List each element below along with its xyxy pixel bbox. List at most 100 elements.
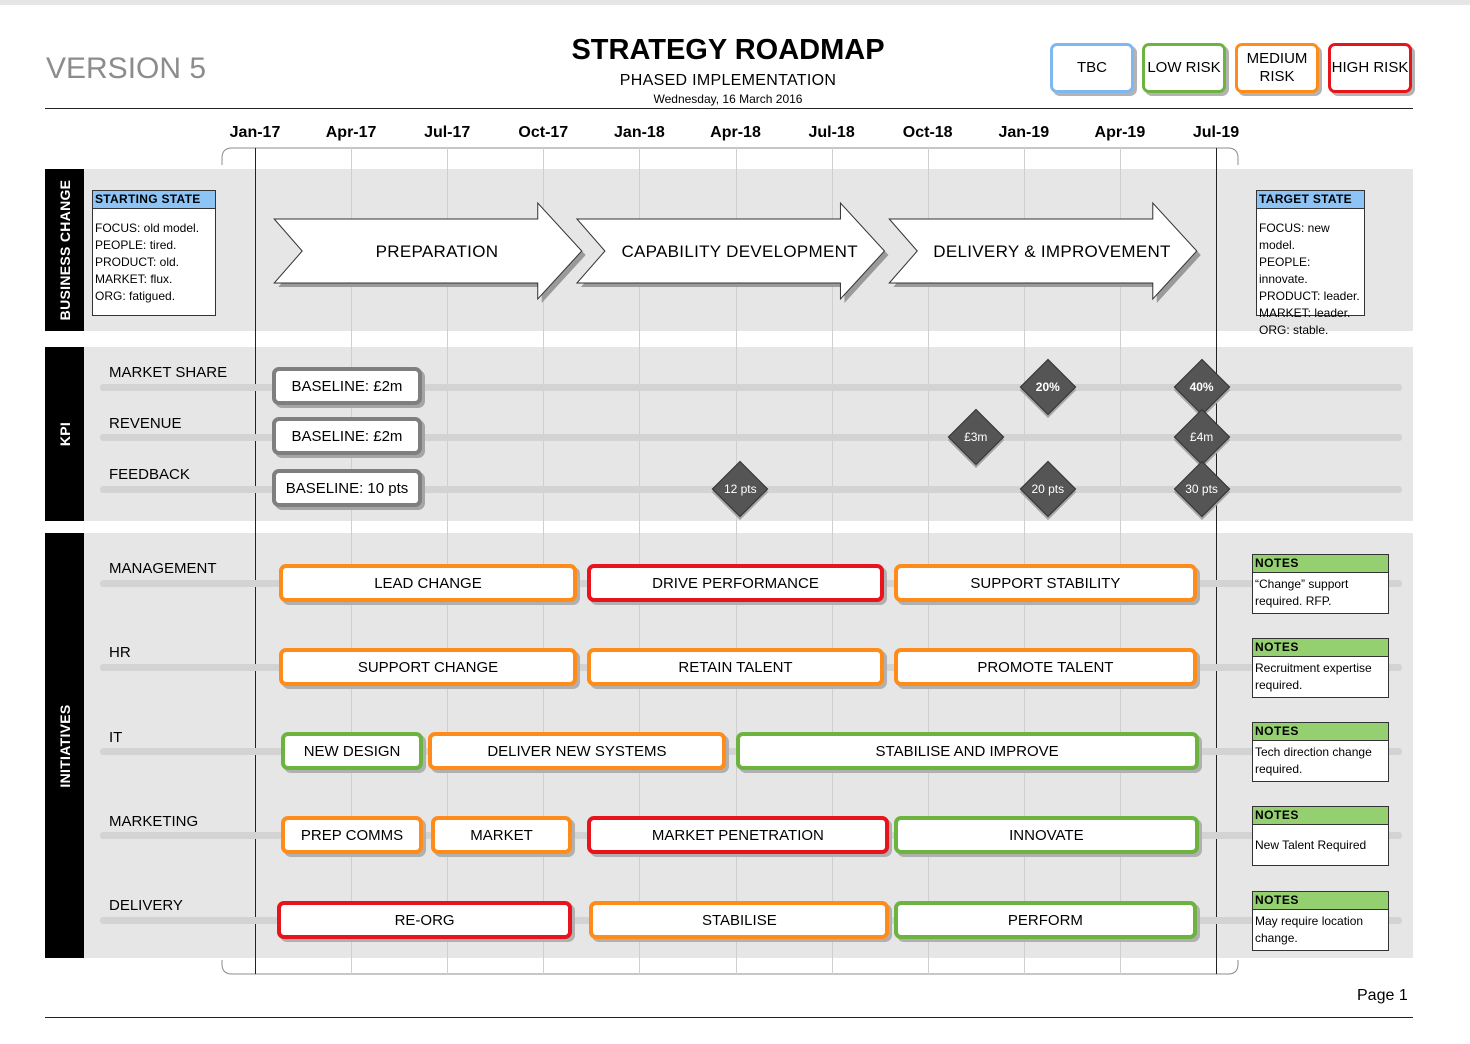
notes-text: May require location change. (1255, 914, 1364, 945)
kpi-milestone-label: £4m (1189, 430, 1214, 444)
state-line: FOCUS: old model. (95, 221, 200, 235)
initiative-task: PREP COMMS (280, 816, 424, 854)
state-line: MARKET: flux. (95, 272, 173, 286)
state-line: MARKET: leader. (1259, 306, 1351, 320)
kpi-milestone-label: 20% (1035, 380, 1060, 394)
notes-box: NOTES “Change” support required. RFP. (1252, 554, 1389, 614)
initiative-task-label: NEW DESIGN (303, 742, 401, 760)
notes-title: NOTES (1253, 892, 1388, 910)
phase-label: PREPARATION (376, 242, 499, 261)
kpi-row-label: MARKET SHARE (109, 364, 228, 381)
initiative-task-label: LEAD CHANGE (374, 574, 482, 592)
initiative-task: MARKET PENETRATION (586, 816, 890, 854)
notes-title: NOTES (1253, 555, 1388, 573)
state-line: ORG: fatigued. (95, 289, 176, 303)
initiative-task-label: INNOVATE (1009, 826, 1084, 844)
phase-arrow: CAPABILITY DEVELOPMENT (575, 201, 889, 303)
month-label: Jan-17 (229, 124, 281, 141)
footer-divider (45, 1017, 1413, 1018)
kpi-track (100, 434, 1402, 441)
target-state-box: TARGET STATE FOCUS: new model.PEOPLE: in… (1256, 190, 1365, 337)
kpi-milestone-label: £3m (964, 430, 988, 444)
phase-arrow: DELIVERY & IMPROVEMENT (888, 201, 1201, 303)
initiative-task-label: PERFORM (1007, 911, 1083, 929)
initiative-task-label: DRIVE PERFORMANCE (652, 574, 819, 592)
legend-medium-risk: MEDIUM RISK (1235, 43, 1319, 93)
page-title: STRATEGY ROADMAP (571, 34, 885, 66)
initiative-task: STABILISE AND IMPROVE (735, 732, 1199, 770)
target-state-details: FOCUS: new model.PEOPLE: innovate. PRODUC… (1257, 209, 1364, 339)
month-label: Oct-18 (902, 124, 953, 141)
kpi-row-label: FEEDBACK (109, 466, 190, 483)
kpi-baseline-box: BASELINE: £2m (272, 367, 422, 405)
starting-state-title: STARTING STATE (93, 191, 215, 209)
initiative-task: RE-ORG (277, 901, 573, 939)
month-label: Jul-19 (1192, 124, 1240, 141)
page-number: Page 1 (1357, 987, 1408, 1004)
kpi-baseline-label: BASELINE: £2m (291, 377, 403, 395)
initiative-task: DELIVER NEW SYSTEMS (427, 732, 726, 770)
notes-text: “Change” support required. RFP. (1255, 577, 1349, 608)
month-label: Apr-18 (710, 124, 761, 141)
initiative-task-label: STABILISE (701, 911, 777, 929)
starting-state-box: STARTING STATE FOCUS: old model. PEOPLE: … (92, 190, 216, 316)
legend-tbc: TBC (1050, 43, 1134, 93)
kpi-milestone-label: 12 pts (723, 482, 757, 496)
initiative-task: PERFORM (894, 901, 1197, 939)
initiative-task: INNOVATE (894, 816, 1199, 854)
phase-arrow-shape (273, 201, 583, 301)
notes-title: NOTES (1253, 807, 1388, 825)
notes-box: NOTES May require location change. (1252, 891, 1389, 951)
initiative-task: RETAIN TALENT (586, 648, 885, 686)
kpi-baseline-box: BASELINE: £2m (272, 417, 422, 455)
initiative-task: DRIVE PERFORMANCE (586, 564, 885, 602)
header-divider (45, 108, 1413, 109)
phase-arrow: PREPARATION (273, 201, 586, 303)
initiative-task: PROMOTE TALENT (894, 648, 1197, 686)
phase-label: DELIVERY & IMPROVEMENT (933, 242, 1170, 261)
initiative-task: MARKET (430, 816, 573, 854)
kpi-milestone-label: 30 pts (1185, 482, 1218, 496)
initiative-task: LEAD CHANGE (279, 564, 577, 602)
month-label: Apr-17 (325, 124, 377, 141)
initiative-row-label: DELIVERY (109, 897, 183, 914)
notes-title: NOTES (1253, 723, 1388, 741)
state-line: PEOPLE: tired. (95, 238, 177, 252)
month-label: Oct-17 (518, 124, 569, 141)
state-line: PRODUCT: leader. (1259, 289, 1360, 303)
kpi-track (100, 384, 1402, 391)
notes-text: Tech direction change required. (1255, 745, 1372, 776)
kpi-milestone-label: 40% (1189, 380, 1214, 394)
initiative-row-label: HR (109, 644, 131, 661)
target-state-title: TARGET STATE (1257, 191, 1364, 209)
initiative-task-label: SUPPORT STABILITY (970, 574, 1121, 592)
timeline-frame-bottom (221, 960, 1239, 975)
initiative-task-label: PROMOTE TALENT (977, 658, 1114, 676)
notes-text: Recruitment expertise required. (1255, 661, 1372, 692)
initiative-task-label: SUPPORT CHANGE (357, 658, 499, 676)
page-subtitle: PHASED IMPLEMENTATION (619, 72, 837, 89)
state-line: FOCUS: new model. (1259, 221, 1330, 252)
legend-high-risk: HIGH RISK (1328, 43, 1412, 93)
top-border (0, 0, 1470, 5)
initiative-task-label: DELIVER NEW SYSTEMS (487, 742, 667, 760)
starting-state-details: FOCUS: old model.PEOPLE: tired.PRODUCT: … (93, 209, 215, 305)
kpi-milestone-label: 20 pts (1031, 482, 1065, 496)
initiative-task: NEW DESIGN (280, 732, 424, 770)
kpi-baseline-label: BASELINE: 10 pts (285, 479, 409, 497)
initiative-task-label: MARKET PENETRATION (651, 826, 824, 844)
initiative-row-label: IT (109, 729, 123, 746)
phase-arrow-shape (888, 201, 1198, 301)
initiative-task-label: MARKET (470, 826, 533, 844)
month-label: Apr-19 (1094, 124, 1146, 141)
phase-arrows: PREPARATION CAPABILITY DEVELOPMENT DELIVER… (273, 201, 1201, 303)
initiative-task: SUPPORT STABILITY (894, 564, 1197, 602)
state-line: PEOPLE: innovate. (1259, 255, 1311, 286)
initiative-task-label: RE-ORG (394, 911, 455, 929)
month-label: Jul-18 (808, 124, 855, 141)
notes-title: NOTES (1253, 639, 1388, 657)
month-label: Jan-19 (998, 124, 1050, 141)
notes-text: New Talent Required (1255, 838, 1367, 852)
notes-box: NOTES New Talent Required (1252, 806, 1389, 866)
